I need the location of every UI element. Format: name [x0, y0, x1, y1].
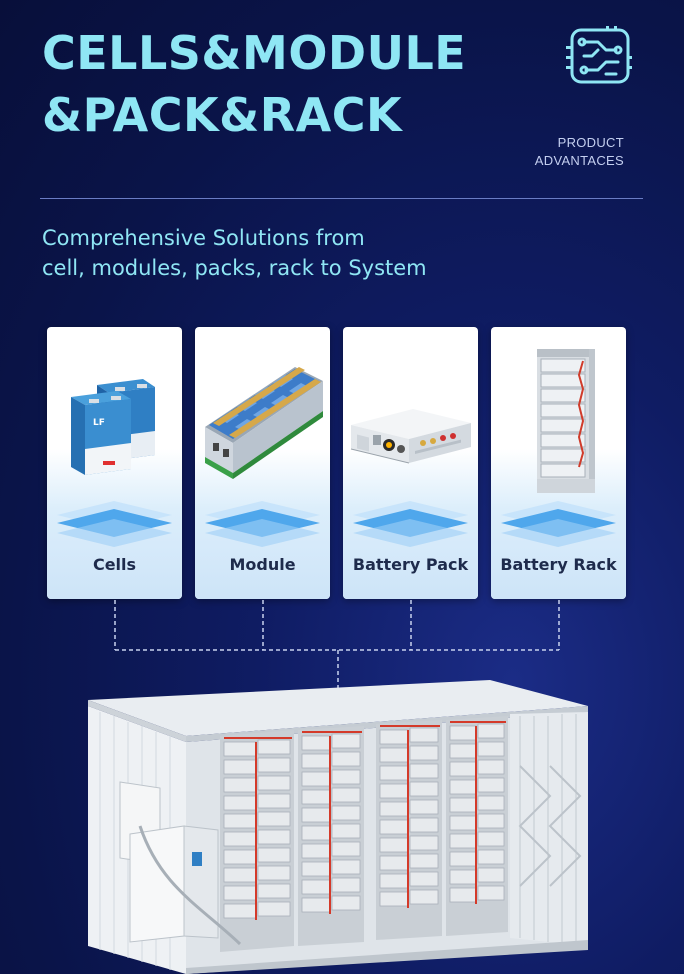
product-card-module[interactable]: Module: [195, 327, 330, 599]
platform-icon: [501, 501, 616, 547]
product-card-battery-rack[interactable]: Battery Rack: [491, 327, 626, 599]
title-line-2: &PACK&RACK: [42, 88, 403, 142]
section-badge: PRODUCT ADVANTACES: [535, 134, 624, 170]
product-label-battery-pack: Battery Pack: [352, 555, 469, 574]
battery-pack-image: [350, 409, 471, 464]
battery-cells-image: LF: [71, 379, 155, 475]
circuit-board-icon: [566, 26, 632, 84]
platform-icon: [353, 501, 468, 547]
header-divider: [40, 198, 643, 199]
battery-rack-image: [537, 349, 595, 493]
svg-text:LF: LF: [93, 418, 105, 428]
product-card-battery-pack[interactable]: Battery Pack: [343, 327, 478, 599]
title-line-1: CELLS&MODULE: [42, 26, 467, 80]
product-label-cells: Cells: [92, 555, 137, 574]
battery-module-image: [205, 367, 323, 479]
badge-line-1: PRODUCT: [557, 135, 624, 150]
subtitle-line-1: Comprehensive Solutions from: [42, 226, 365, 250]
badge-line-2: ADVANTACES: [534, 153, 624, 168]
subtitle-line-2: cell, modules, packs, rack to System: [42, 256, 427, 280]
section-subtitle: Comprehensive Solutions from cell, modul…: [42, 223, 427, 283]
product-card-cells[interactable]: LF Cells: [47, 327, 182, 599]
platform-icon: [57, 501, 172, 547]
platform-icon: [205, 501, 320, 547]
page-title: CELLS&MODULE &PACK&RACK: [42, 22, 466, 146]
energy-storage-container-image: [88, 680, 588, 974]
product-label-module: Module: [229, 555, 296, 574]
product-label-battery-rack: Battery Rack: [500, 555, 617, 574]
